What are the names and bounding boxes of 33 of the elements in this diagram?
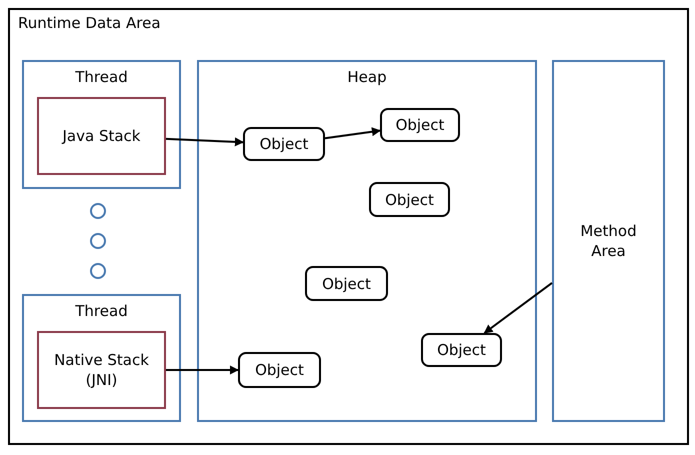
- object-box: [421, 333, 502, 367]
- area-heading: Heap: [346, 68, 388, 86]
- node-label: Object: [321, 273, 372, 294]
- runtime-area-panel: [8, 8, 689, 445]
- area-panel: [22, 294, 181, 422]
- arrow: [166, 366, 239, 374]
- object-box: [243, 127, 325, 161]
- node-label: Object: [436, 340, 487, 360]
- node-label: Native Stack (JNI): [53, 350, 150, 390]
- node-label: Object: [384, 189, 435, 210]
- ellipsis-dot: [90, 263, 106, 279]
- area-panel: [22, 60, 181, 189]
- object-box: [238, 352, 321, 388]
- node-label: Java Stack: [60, 126, 142, 146]
- object-box: [380, 108, 460, 142]
- area-heading: Runtime Data Area: [18, 14, 161, 32]
- stack-box: [37, 97, 166, 175]
- arrow: [324, 127, 381, 140]
- area-panel: [197, 60, 537, 422]
- object-box: [305, 266, 388, 301]
- arrow: [484, 282, 553, 334]
- object-box: [369, 182, 450, 217]
- node-label: Object: [258, 134, 310, 154]
- ellipsis-dot: [90, 233, 106, 249]
- node-label: Object: [394, 114, 446, 136]
- area-heading: Thread: [74, 302, 129, 320]
- node-label: Object: [254, 360, 305, 380]
- method-area-panel: [552, 60, 665, 422]
- node-label: Method Area: [579, 220, 638, 262]
- arrow: [166, 137, 244, 146]
- ellipsis-dot: [90, 203, 106, 219]
- stack-box: [37, 331, 166, 409]
- area-heading: Thread: [74, 68, 129, 86]
